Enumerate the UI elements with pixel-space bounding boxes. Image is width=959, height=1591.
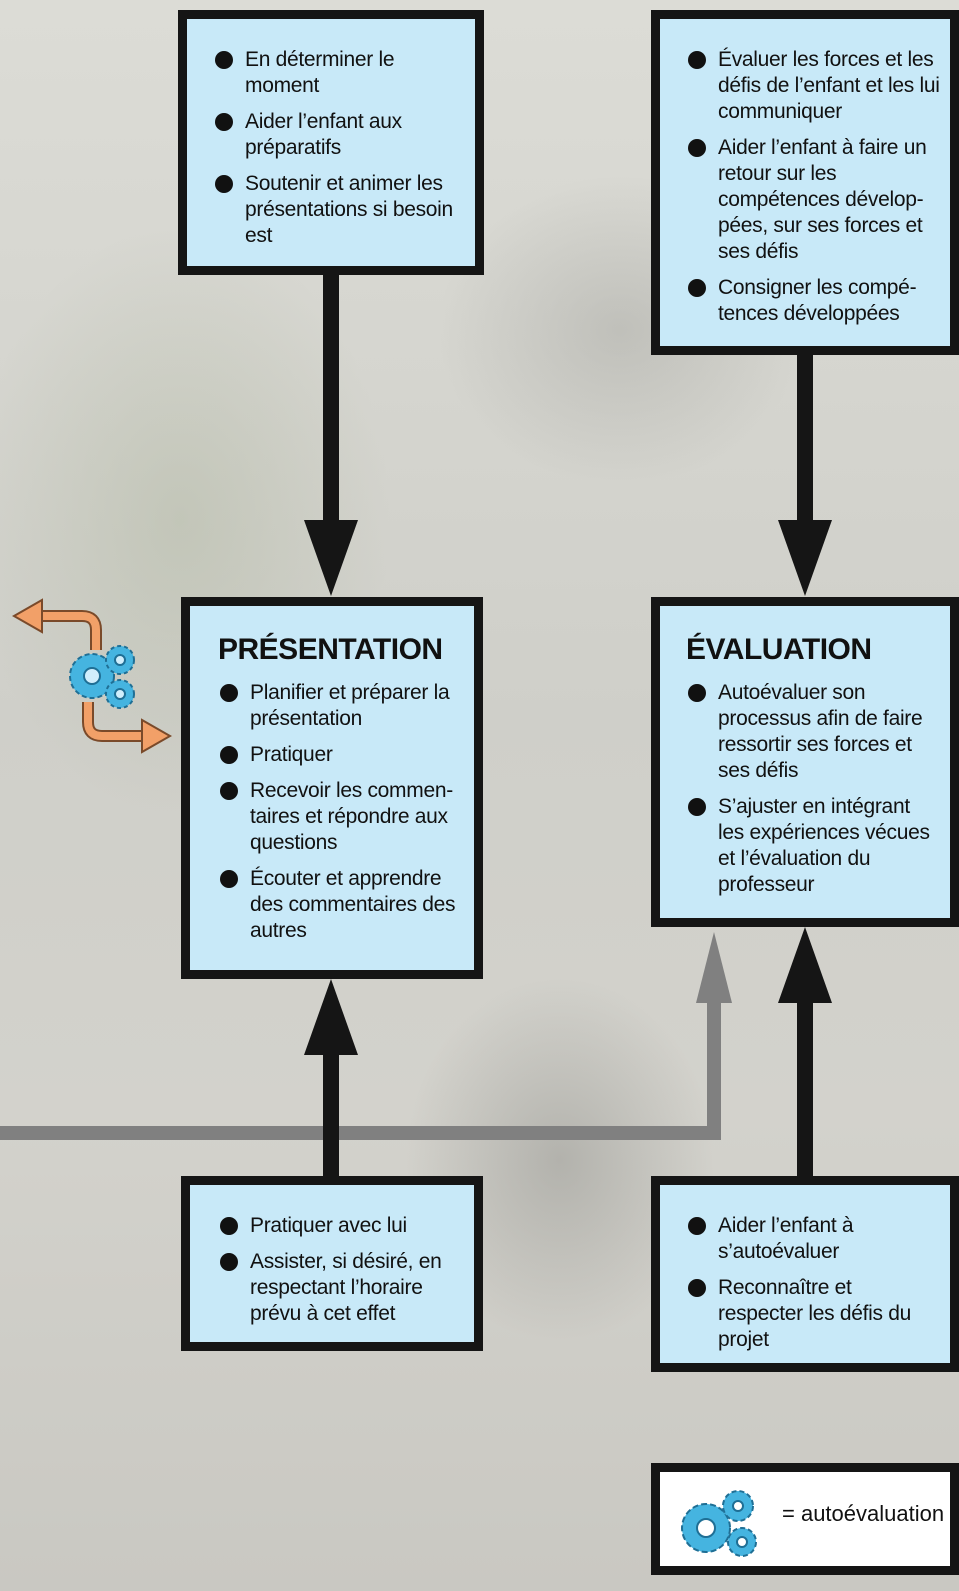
list-item: Évaluer les forces et les défis de l’enf… [686, 47, 940, 125]
evaluation-title: ÉVALUATION [686, 633, 872, 666]
bullet-list: Autoévaluer son processus afin de faire … [686, 680, 940, 898]
arrow-shaft-top-right [797, 355, 813, 530]
legend-box: = autoévaluation [651, 1463, 959, 1575]
arrow-shaft-bottom-right [797, 993, 813, 1177]
list-item: Reconnaître et respecter les défis du pr… [686, 1275, 940, 1353]
list-item: Planifier et préparer la présentation [218, 680, 460, 732]
legend-label: = autoévaluation [782, 1501, 945, 1526]
arrow-shaft-bottom-left [323, 1045, 339, 1177]
bullet-list: Aider l’enfant à s’autoévaluer Reconnaît… [686, 1213, 940, 1353]
evaluation-box: ÉVALUATION Autoévaluer son processus afi… [651, 597, 959, 927]
bullet-list: En déterminer le moment Aider l’enfant a… [213, 47, 453, 249]
list-item: Soutenir et animer les présentations si … [213, 171, 453, 249]
arrowhead-to-presentation [304, 520, 358, 596]
grey-arrowhead [696, 932, 732, 1003]
list-item: Pratiquer [218, 742, 460, 768]
list-item: Aider l’enfant aux préparatifs [213, 109, 453, 161]
list-item: Écouter et apprendre des commentaires de… [218, 866, 460, 944]
arrowhead-up-presentation [304, 979, 358, 1055]
list-item: Recevoir les commen-taires et répondre a… [218, 778, 460, 856]
list-item: Autoévaluer son processus afin de faire … [686, 680, 940, 784]
parent-role-practice-box: Pratiquer avec lui Assister, si désiré, … [181, 1176, 483, 1351]
parent-role-self-evaluation-box: Aider l’enfant à s’autoévaluer Reconnaît… [651, 1176, 959, 1372]
teacher-role-evaluation-box: Évaluer les forces et les défis de l’enf… [651, 10, 959, 355]
grey-connector-line [0, 990, 721, 1140]
presentation-box: PRÉSENTATION Planifier et préparer la pr… [181, 597, 483, 979]
list-item: En déterminer le moment [213, 47, 453, 99]
list-item: Consigner les compé-tences développées [686, 275, 940, 327]
gears-icon [681, 1490, 757, 1557]
self-evaluation-cycle-icon [11, 598, 173, 754]
parent-role-presentation-box: En déterminer le moment Aider l’enfant a… [178, 10, 484, 275]
list-item: S’ajuster en intégrant les expériences v… [686, 794, 940, 898]
bullet-list: Planifier et préparer la présentation Pr… [218, 680, 460, 944]
arrowhead-up-evaluation [778, 927, 832, 1003]
arrowhead-to-evaluation [778, 520, 832, 596]
list-item: Assister, si désiré, en respectant l’hor… [218, 1249, 460, 1327]
presentation-title: PRÉSENTATION [218, 633, 443, 666]
list-item: Pratiquer avec lui [218, 1213, 460, 1239]
list-item: Aider l’enfant à faire un retour sur les… [686, 135, 940, 265]
gears-icon [69, 645, 135, 709]
bullet-list: Évaluer les forces et les défis de l’enf… [686, 47, 940, 327]
list-item: Aider l’enfant à s’autoévaluer [686, 1213, 940, 1265]
arrow-shaft-top-left [323, 275, 339, 530]
bullet-list: Pratiquer avec lui Assister, si désiré, … [218, 1213, 460, 1327]
